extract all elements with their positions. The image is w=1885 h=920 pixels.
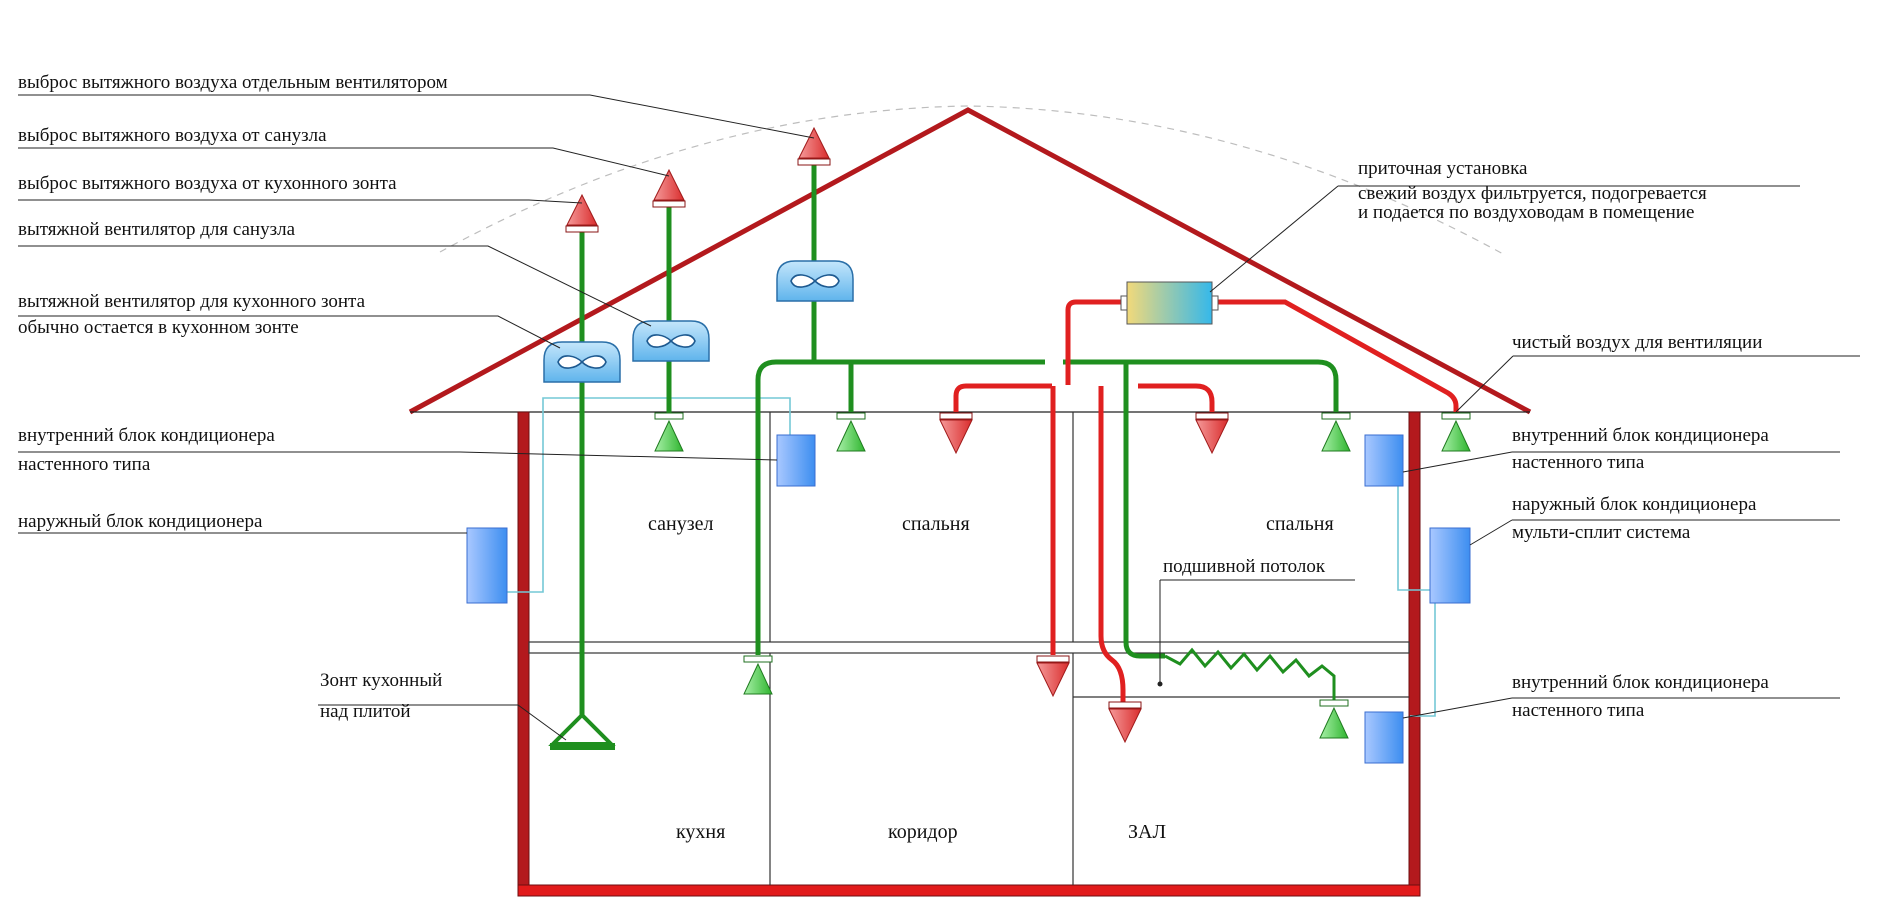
supply-diffuser-bedroom-left (939, 412, 973, 454)
label-fan-kitchen-line1: вытяжной вентилятор для кухонного зонта (18, 291, 366, 312)
interfloor-ceiling (528, 641, 1410, 654)
ac-outdoor-multi-split (1429, 527, 1471, 604)
label-fan-bathroom: вытяжной вентилятор для санузла (18, 219, 296, 240)
label-supply-unit-line3: и подается по воздуховодам в помещение (1358, 202, 1694, 223)
room-bathroom: санузел (648, 513, 713, 535)
false-ceiling-marker (1157, 681, 1163, 687)
diffuser-clean-air (1441, 412, 1471, 452)
floor (517, 884, 1421, 897)
label-supply-unit-line1: приточная установка (1358, 158, 1528, 179)
room-bedroom-right: спальня (1266, 513, 1334, 535)
label-clean-air: чистый воздух для вентиляции (1512, 332, 1762, 353)
supply-diffuser-hall (1108, 701, 1142, 743)
wall-right (1408, 411, 1421, 897)
supply-ducts (953, 299, 1459, 702)
label-outdoor-ac-right-line1: наружный блок кондиционера (1512, 494, 1757, 515)
exhaust-ducts (579, 163, 1339, 718)
label-outdoor-ac-left: наружный блок кондиционера (18, 511, 263, 532)
label-indoor-ac-right-top-line1: внутренний блок кондиционера (1512, 425, 1769, 446)
leader-lines (18, 94, 1860, 741)
diffuser-bathroom (654, 412, 684, 452)
supply-diffuser-corridor (1036, 655, 1070, 697)
label-hood-line2: над плитой (320, 701, 411, 722)
room-kitchen: кухня (676, 821, 725, 843)
label-hood-line1: Зонт кухонный (320, 670, 442, 691)
label-false-ceiling: подшивной потолок (1163, 556, 1326, 577)
fan-kitchen-hood (543, 341, 621, 383)
ac-indoor-bathroom (776, 434, 816, 487)
fan-separate (776, 260, 854, 302)
supply-unit-port-left (1120, 295, 1128, 311)
diffuser-corridor (743, 655, 773, 695)
room-corridor: коридор (888, 821, 958, 843)
label-indoor-ac-right-bottom-line2: настенного типа (1512, 700, 1645, 721)
roof-guide-dashed (439, 105, 1506, 256)
supply-unit-port-right (1211, 295, 1219, 311)
ac-indoor-hall (1364, 711, 1404, 764)
diffuser-bedroom-right (1321, 412, 1351, 452)
label-indoor-ac-right-bottom-line1: внутренний блок кондиционера (1512, 672, 1769, 693)
fan-bathroom (632, 320, 710, 362)
label-supply-unit-line2: свежий воздух фильтруется, подогревается (1358, 183, 1707, 204)
wall-left (517, 411, 530, 897)
supply-diffuser-bedroom-right (1195, 412, 1229, 454)
diffuser-bedroom-left (836, 412, 866, 452)
ac-indoor-bedroom-right (1364, 434, 1404, 487)
exhaust-cap-separate-fan (797, 127, 831, 166)
ac-outdoor-left (466, 527, 508, 604)
kitchen-hood-base (550, 743, 615, 750)
label-indoor-ac-left-line2: настенного типа (18, 454, 151, 475)
exhaust-cap-kitchen (565, 194, 599, 233)
kitchen-hood (548, 712, 616, 746)
supply-unit (1126, 281, 1213, 325)
label-exhaust-bathroom: выброс вытяжного воздуха от санузла (18, 125, 327, 146)
room-hall: ЗАЛ (1128, 821, 1166, 843)
label-exhaust-separate-fan: выброс вытяжного воздуха отдельным венти… (18, 72, 448, 93)
label-indoor-ac-right-top-line2: настенного типа (1512, 452, 1645, 473)
label-indoor-ac-left-line1: внутренний блок кондиционера (18, 425, 275, 446)
roof (408, 107, 1532, 415)
diffuser-hall (1319, 699, 1349, 739)
flex-duct (1164, 647, 1336, 700)
label-outdoor-ac-right-line2: мульти-сплит система (1512, 522, 1691, 543)
label-exhaust-kitchen-hood: выброс вытяжного воздуха от кухонного зо… (18, 173, 397, 194)
room-bedroom-left: спальня (902, 513, 970, 535)
label-fan-kitchen-line2: обычно остается в кухонном зонте (18, 317, 299, 338)
